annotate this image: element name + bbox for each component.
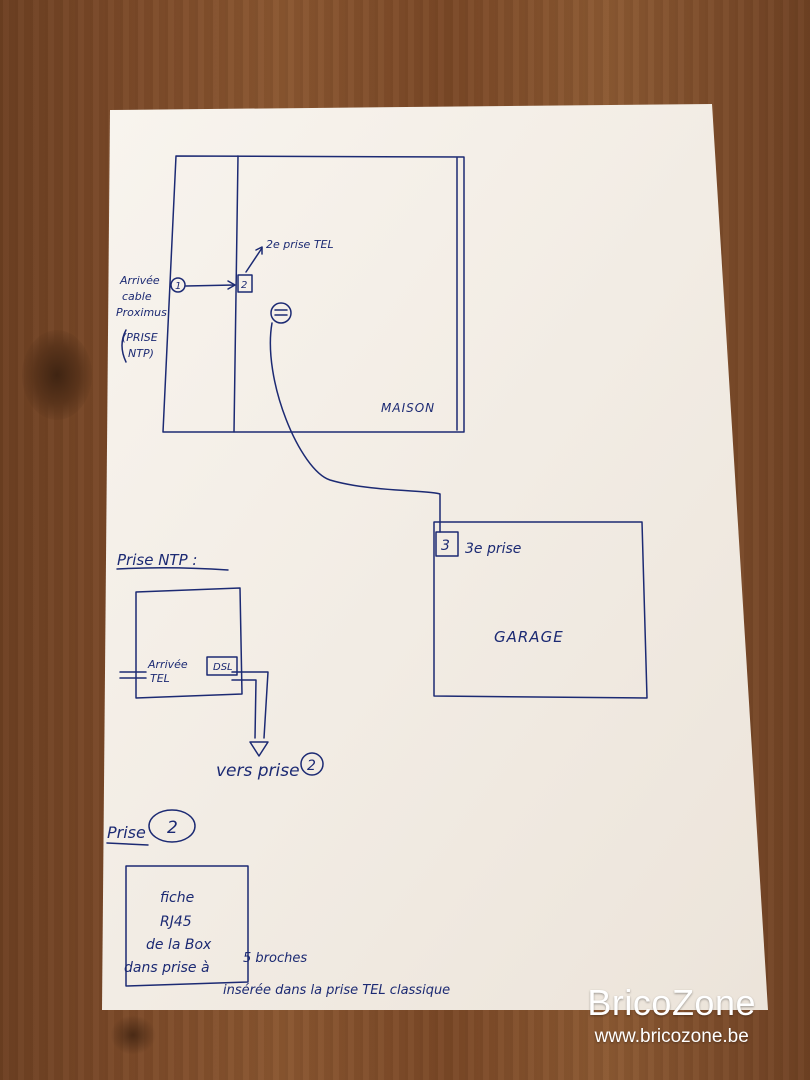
- vers-prise-label: vers prise: [216, 761, 300, 781]
- garage-outline: [433, 521, 648, 699]
- prise-2-title-circle: [148, 809, 196, 843]
- broches-label: 5 broches: [243, 951, 307, 966]
- maison-outline: [162, 155, 465, 433]
- prise-3-box: [435, 531, 459, 557]
- maison-label: MAISON: [381, 401, 435, 415]
- arrivee-tel-label: Arrivée TEL: [147, 658, 191, 685]
- prise-2-title: Prise: [107, 823, 146, 842]
- arrivee-tel-line-1: Arrivée: [147, 658, 188, 671]
- prise-ntp-underline: [116, 566, 229, 571]
- cable-to-garage: [269, 322, 441, 533]
- plug-symbol: [270, 302, 292, 324]
- dsl-wire-outer: [231, 671, 269, 739]
- fiche-line-1: fiche: [160, 890, 194, 906]
- dsl-box: [206, 656, 238, 676]
- prise-2-title-underline: [106, 842, 149, 846]
- prise-tel-2-label: 2e prise TEL: [266, 238, 334, 251]
- prise-2-box: [237, 274, 253, 293]
- prise-2-number: 2: [241, 280, 247, 291]
- arrivee-line-1: Arrivée: [119, 274, 160, 287]
- arrivee-line-4: (PRISE: [122, 331, 158, 344]
- maison-plan: [162, 155, 465, 433]
- fiche-line-4: dans prise à: [124, 960, 210, 976]
- dsl-wire-inner: [231, 679, 257, 739]
- prise-2-pointer-head: [255, 246, 263, 255]
- arrivee-label: Arrivée cable Proximus (PRISE NTP): [116, 274, 170, 360]
- connection-arrowhead: [227, 280, 236, 290]
- connection-arrow-line: [185, 284, 235, 287]
- ntp-box: [135, 587, 243, 699]
- arrivee-tel-line-2: TEL: [150, 672, 170, 685]
- dsl-label: DSL: [213, 662, 233, 673]
- watermark-brand: BricoZone: [587, 982, 756, 1023]
- arrivee-line-5: NTP): [128, 347, 154, 360]
- wood-knot-small: [110, 1015, 156, 1055]
- prise-3-number: 3: [441, 538, 450, 554]
- rj45-box: [125, 865, 249, 987]
- watermark-url: www.bricozone.be: [594, 1026, 749, 1047]
- garage-label: GARAGE: [494, 628, 564, 646]
- arrivee-line-3: Proximus: [116, 306, 167, 319]
- prise-2-title-number: 2: [167, 818, 178, 838]
- prise-ntp-title: Prise NTP :: [117, 551, 197, 569]
- troisieme-prise-label: 3e prise: [465, 541, 521, 557]
- bricozone-watermark: BricoZone www.bricozone.be: [587, 982, 756, 1048]
- arrivee-line-2: cable: [122, 290, 152, 303]
- vers-prise-circle: [300, 752, 324, 776]
- wood-knot: [22, 330, 92, 420]
- prise-2-pointer: [245, 247, 263, 273]
- fiche-line-3: de la Box: [146, 937, 212, 953]
- dsl-arrowhead: [249, 741, 269, 757]
- callout-1: 1: [175, 281, 181, 292]
- vers-prise-number: 2: [307, 758, 316, 774]
- arrivee-paren: [121, 329, 127, 363]
- fiche-label: fiche RJ45 de la Box dans prise à: [124, 890, 216, 976]
- callout-1-circle: [170, 277, 186, 293]
- inseree-label: insérée dans la prise TEL classique: [223, 983, 450, 998]
- paper: [102, 104, 768, 1010]
- maison-inner-wall: [233, 155, 239, 433]
- fiche-line-2: RJ45: [160, 914, 192, 930]
